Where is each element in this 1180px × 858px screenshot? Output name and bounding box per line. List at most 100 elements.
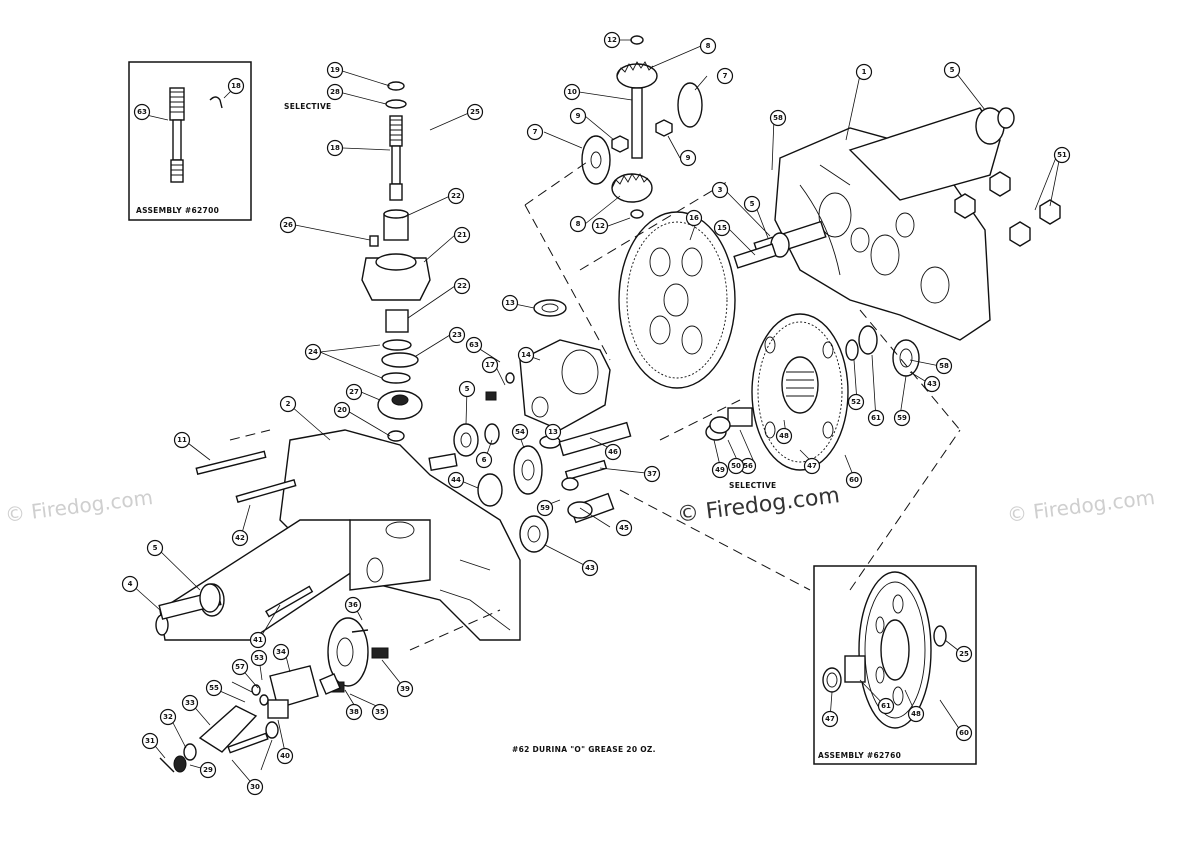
callout-number: 16 [689, 214, 699, 222]
callout-number: 11 [177, 436, 187, 444]
callout-circle [481, 356, 499, 374]
vertical-shaft-stack [361, 81, 431, 442]
callout-circle [643, 465, 661, 483]
callout-number: 37 [647, 470, 657, 478]
callout-13: 13 [501, 294, 519, 312]
callout-circle [877, 697, 895, 715]
callout-55: 55 [205, 679, 223, 697]
callout-number: 4 [128, 580, 133, 588]
callout-circle [205, 679, 223, 697]
callout-circle [447, 471, 465, 489]
center-housing-14 [485, 299, 611, 431]
callout-11: 11 [173, 431, 191, 449]
callout-number: 44 [451, 476, 461, 484]
callout-circle [326, 83, 344, 101]
callout-circle [685, 209, 703, 227]
callout-19: 19 [326, 61, 344, 79]
callout-10: 10 [563, 83, 581, 101]
callout-number: 61 [881, 702, 891, 710]
callout-5: 5 [743, 195, 761, 213]
callout-50: 50 [727, 457, 745, 475]
callout-number: 39 [400, 685, 410, 693]
callout-number: 50 [731, 462, 741, 470]
callout-16: 16 [685, 209, 703, 227]
callout-number: 25 [959, 650, 969, 658]
differential-gears [581, 35, 703, 219]
callout-48: 48 [775, 427, 793, 445]
callout-circle [141, 732, 159, 750]
callout-28: 28 [326, 83, 344, 101]
callout-number: 36 [348, 601, 358, 609]
callout-circle [847, 393, 865, 411]
callout-circle [923, 375, 941, 393]
callout-number: 48 [911, 710, 921, 718]
callout-circle [615, 519, 633, 537]
callout-circle [475, 451, 493, 469]
callout-3: 3 [711, 181, 729, 199]
callout-circle [326, 61, 344, 79]
large-gear-52 [705, 313, 920, 471]
callout-58: 58 [935, 357, 953, 375]
callout-circle [466, 103, 484, 121]
callout-37: 37 [643, 465, 661, 483]
callout-44: 44 [447, 471, 465, 489]
callout-22: 22 [453, 277, 471, 295]
callout-31: 31 [141, 732, 159, 750]
callout-39: 39 [396, 680, 414, 698]
callout-number: 46 [608, 448, 618, 456]
callout-30: 30 [246, 778, 264, 796]
center-shaft-stack [453, 421, 632, 553]
callout-5: 5 [943, 61, 961, 79]
caption-selective-top: SELECTIVE [284, 102, 331, 111]
callout-circle [133, 103, 151, 121]
callout-number: 5 [950, 66, 955, 74]
callout-36: 36 [344, 596, 362, 614]
callout-61: 61 [867, 409, 885, 427]
callout-number: 40 [280, 752, 290, 760]
callout-51: 51 [1053, 146, 1071, 164]
callout-number: 54 [515, 428, 525, 436]
callout-34: 34 [272, 643, 290, 661]
callout-number: 29 [203, 766, 213, 774]
callout-number: 27 [349, 388, 359, 396]
callout-number: 7 [533, 128, 538, 136]
callout-63: 63 [133, 103, 151, 121]
callout-number: 9 [576, 112, 581, 120]
callout-number: 5 [750, 200, 755, 208]
callout-number: 47 [825, 715, 835, 723]
callout-number: 58 [773, 114, 783, 122]
callout-circle [246, 778, 264, 796]
callout-60: 60 [845, 471, 863, 489]
callout-15: 15 [713, 219, 731, 237]
callout-number: 63 [137, 108, 147, 116]
callout-41: 41 [249, 631, 267, 649]
callout-number: 10 [567, 88, 577, 96]
callout-circle [345, 383, 363, 401]
callout-2: 2 [279, 395, 297, 413]
callout-14: 14 [517, 346, 535, 364]
callout-circle [146, 539, 164, 557]
callout-12: 12 [591, 217, 609, 235]
callout-circle [1053, 146, 1071, 164]
callout-number: 3 [718, 186, 723, 194]
callout-circle [371, 703, 389, 721]
callout-number: 1 [862, 68, 867, 76]
callout-circle [276, 747, 294, 765]
callout-number: 15 [717, 224, 727, 232]
callout-number: 17 [485, 361, 495, 369]
callout-22: 22 [447, 187, 465, 205]
callout-circle [935, 357, 953, 375]
callout-number: 9 [686, 154, 691, 162]
callout-circle [591, 217, 609, 235]
callout-circle [679, 149, 697, 167]
callout-25: 25 [955, 645, 973, 663]
dashed-callouts [229, 159, 961, 651]
callout-number: 22 [451, 192, 461, 200]
callout-17: 17 [481, 356, 499, 374]
callout-circle [855, 63, 873, 81]
callout-circle [453, 226, 471, 244]
callout-circle [345, 703, 363, 721]
callout-number: 26 [283, 221, 293, 229]
callout-circle [511, 423, 529, 441]
